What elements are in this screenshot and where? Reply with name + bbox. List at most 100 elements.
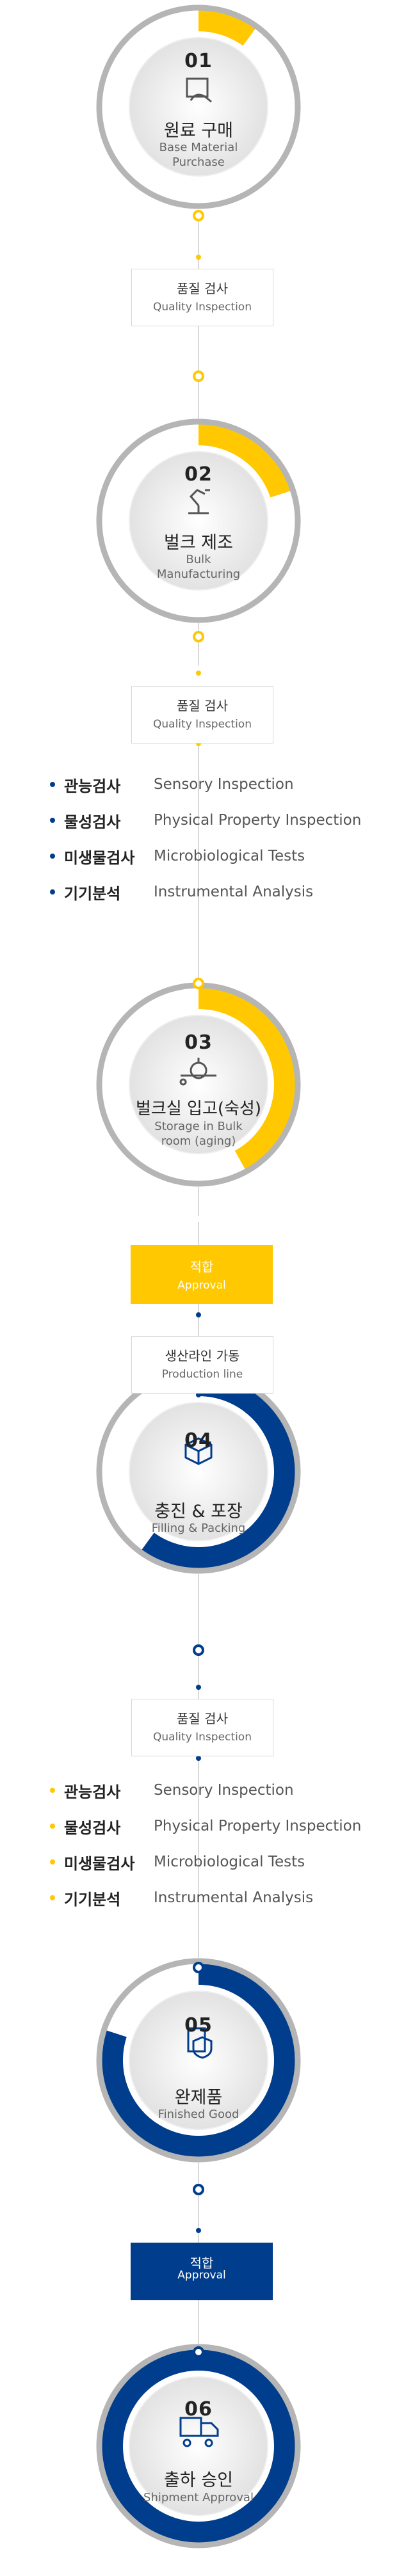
- node-dot: [196, 1312, 201, 1317]
- quality-inspection-3-ko: 품질 검사: [177, 1711, 228, 1726]
- conveyor-icon: [179, 1058, 216, 1086]
- package-icon: [184, 1437, 213, 1465]
- test-item: 미생물검사 Microbiological Tests: [50, 838, 383, 874]
- test-list-1: 관능검사 Sensory Inspection 물성검사 Physical Prope…: [50, 767, 383, 910]
- node-ring-dot: [193, 978, 204, 989]
- bullet-dot: [50, 1788, 55, 1793]
- step-03-title-ko: 벌크실 입고(숙성): [136, 1099, 261, 1118]
- test-name-ko: 관능검사: [64, 1783, 121, 1801]
- bullet-dot: [50, 1895, 55, 1900]
- test-list-2: 관능검사 Sensory Inspection 물성검사 Physical Prope…: [50, 1772, 383, 1916]
- node-dot: [196, 1756, 201, 1761]
- test-name-ko: 물성검사: [64, 813, 121, 831]
- bullet-dot: [50, 818, 55, 823]
- test-name-en: Instrumental Analysis: [154, 884, 314, 900]
- step-03-number: 03: [184, 1031, 213, 1054]
- node-ring-dot: [193, 210, 204, 221]
- ring-outline: [96, 1958, 301, 2163]
- step-01-title-en-line2: Purchase: [172, 155, 225, 169]
- test-name-en: Physical Property Inspection: [154, 812, 362, 829]
- node-ring-dot: [193, 370, 204, 382]
- node-dot: [196, 1685, 201, 1690]
- test-item: 물성검사 Physical Property Inspection: [50, 802, 383, 838]
- step-03-title-en-line2: room (aging): [161, 1134, 236, 1148]
- step-01-number: 01: [184, 50, 213, 72]
- quality-inspection-3-en: Quality Inspection: [153, 1731, 252, 1744]
- step-04-number: 04: [184, 1429, 213, 1452]
- test-name-ko: 기기분석: [64, 1890, 121, 1909]
- step-06-number: 06: [184, 2398, 213, 2421]
- quality-inspection-box-1: 품질 검사 Quality Inspection: [131, 269, 273, 326]
- quality-inspection-2-en: Quality Inspection: [153, 718, 252, 731]
- production-line-en: Production line: [161, 1368, 243, 1381]
- test-name-en: Sensory Inspection: [154, 1782, 294, 1799]
- bullet-dot: [50, 782, 55, 787]
- approval-2-ko: 적합: [190, 2255, 214, 2271]
- step-03-title-en-line1: Storage in Bulk: [154, 1120, 243, 1133]
- production-line-ko: 생산라인 가동: [165, 1348, 240, 1364]
- approval-1-ko: 적합: [190, 1259, 214, 1275]
- ring-center-disk: [129, 1991, 268, 2130]
- test-name-en: Sensory Inspection: [154, 776, 294, 793]
- bullet-dot: [50, 1859, 55, 1864]
- production-line-box: 생산라인 가동 Production line: [131, 1336, 273, 1394]
- step-02-title-en-line1: Bulk: [186, 553, 211, 566]
- step-02-title-en-line2: Manufacturing: [156, 568, 241, 581]
- test-name-ko: 물성검사: [64, 1818, 121, 1837]
- step-02-title-ko: 벌크 제조: [164, 533, 233, 553]
- test-name-ko: 미생물검사: [64, 848, 135, 867]
- node-dot: [196, 671, 201, 676]
- node-ring-dot: [193, 1962, 204, 1973]
- shield-product-icon: [187, 2027, 213, 2059]
- step-01-title-ko: 원료 구매: [164, 121, 233, 141]
- approval-1-en: Approval: [177, 1279, 226, 1292]
- approval-badge-2: 적합 Approval: [131, 2243, 273, 2300]
- ring-center-disk: [129, 451, 268, 591]
- test-name-en: Physical Property Inspection: [154, 1818, 362, 1834]
- quality-inspection-1-en: Quality Inspection: [153, 301, 252, 314]
- step-04-title-ko: 충진 & 포장: [154, 1502, 243, 1522]
- ring-outline: [96, 4, 301, 209]
- test-name-ko: 미생물검사: [64, 1854, 135, 1873]
- step-05-number: 05: [184, 2014, 213, 2037]
- node-ring-dot: [193, 631, 204, 642]
- ring-center-disk: [129, 1015, 268, 1154]
- test-name-en: Instrumental Analysis: [154, 1889, 314, 1906]
- test-item: 물성검사 Physical Property Inspection: [50, 1808, 383, 1844]
- step-01-title-en-line1: Base Material: [159, 141, 238, 154]
- step-02-number: 02: [184, 463, 213, 486]
- test-name-ko: 기기분석: [64, 884, 121, 903]
- node-dot: [196, 1392, 201, 1397]
- ring-center-disk: [129, 2376, 268, 2516]
- node-ring-dot: [193, 2184, 204, 2195]
- truck-icon: [179, 2417, 219, 2447]
- hand-box-icon: [186, 77, 212, 103]
- ring-center-disk: [129, 1402, 268, 1541]
- bullet-dot: [50, 889, 55, 894]
- approval-2-en: Approval: [177, 2269, 226, 2282]
- test-item: 관능검사 Sensory Inspection: [50, 767, 383, 802]
- quality-inspection-box-2: 품질 검사 Quality Inspection: [131, 686, 273, 743]
- step-05-title-en: Finished Good: [158, 2108, 239, 2121]
- test-name-en: Microbiological Tests: [154, 1854, 305, 1870]
- approval-badge-1: 적합 Approval: [131, 1245, 273, 1304]
- node-ring-dot: [193, 1644, 204, 1656]
- quality-inspection-2-ko: 품질 검사: [177, 698, 228, 713]
- node-dot: [196, 255, 201, 260]
- test-name-ko: 관능검사: [64, 777, 121, 795]
- ring-outline: [96, 418, 301, 623]
- bullet-dot: [50, 854, 55, 859]
- step-05-title-ko: 완제품: [174, 2088, 223, 2108]
- node-dot: [196, 2228, 201, 2233]
- step-04-title-en: Filling & Packing: [151, 1522, 246, 1535]
- step-06-title-ko: 출하 승인: [164, 2470, 233, 2490]
- test-item: 관능검사 Sensory Inspection: [50, 1772, 383, 1808]
- bullet-dot: [50, 1824, 55, 1829]
- ring-center-disk: [129, 37, 268, 177]
- step-06-title-en: Shipment Approval: [143, 2491, 254, 2504]
- test-name-en: Microbiological Tests: [154, 848, 305, 864]
- quality-inspection-1-ko: 품질 검사: [177, 281, 228, 296]
- test-item: 미생물검사 Microbiological Tests: [50, 1844, 383, 1880]
- quality-inspection-box-3: 품질 검사 Quality Inspection: [131, 1699, 273, 1756]
